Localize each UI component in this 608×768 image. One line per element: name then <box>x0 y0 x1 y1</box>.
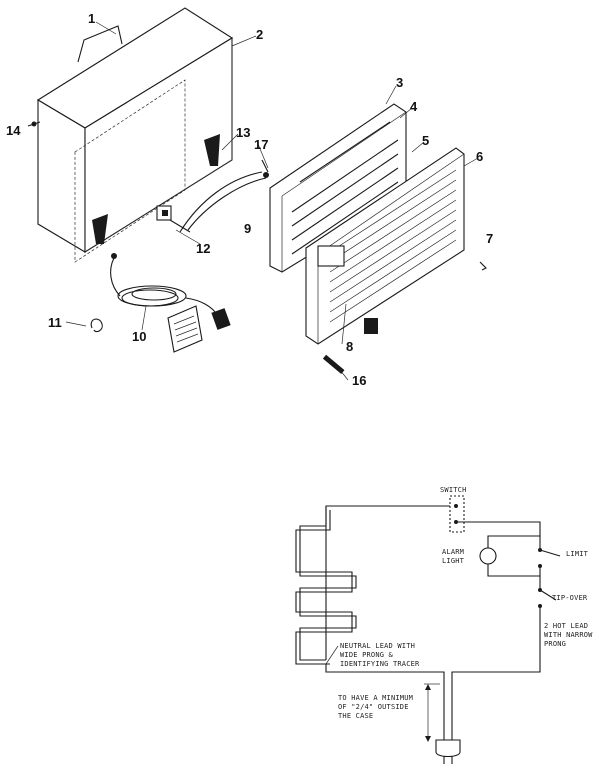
callout-9: 9 <box>244 221 252 236</box>
power-cord <box>110 253 231 330</box>
screw-7 <box>479 261 487 271</box>
hot-lead-label: 2 HOT LEAD WITH NARROW PRONG <box>544 622 593 648</box>
callout-13: 13 <box>236 125 251 140</box>
callout-6: 6 <box>476 149 484 164</box>
callout-3: 3 <box>396 75 404 90</box>
callout-8: 8 <box>346 339 354 354</box>
heating-element <box>179 159 269 233</box>
wiring-schematic <box>295 495 561 764</box>
front-grille <box>305 147 465 345</box>
callout-12: 12 <box>196 241 211 256</box>
callout-1: 1 <box>88 11 96 26</box>
callout-7: 7 <box>486 231 494 246</box>
callout-14: 14 <box>6 123 21 138</box>
callout-4: 4 <box>410 99 418 114</box>
callout-10: 10 <box>132 329 147 344</box>
callout-16: 16 <box>352 373 367 388</box>
switch-label: SWITCH <box>440 486 467 494</box>
housing-legs <box>92 134 220 244</box>
limit-label: LIMIT <box>566 550 589 558</box>
callout-11: 11 <box>48 315 62 330</box>
callout-leaders <box>65 21 479 381</box>
callout-2: 2 <box>256 27 264 42</box>
clip-11 <box>90 318 103 333</box>
housing-box <box>36 7 234 263</box>
instruction-tag <box>167 305 203 353</box>
carry-handle <box>77 25 123 63</box>
callout-17: 17 <box>254 137 269 152</box>
fuse-16 <box>322 354 345 375</box>
screw-14 <box>27 121 41 127</box>
min-length-label: TO HAVE A MINIMUM OF "2/4" OUTSIDE THE C… <box>338 694 414 720</box>
switch-knob <box>156 205 191 233</box>
alarm-light-label: ALARM LIGHT <box>442 548 465 565</box>
tip-over-label: TIP-OVER <box>552 594 588 602</box>
neutral-lead-label: NEUTRAL LEAD WITH WIDE PRONG & IDENTIFYI… <box>340 642 420 668</box>
callout-5: 5 <box>422 133 430 148</box>
